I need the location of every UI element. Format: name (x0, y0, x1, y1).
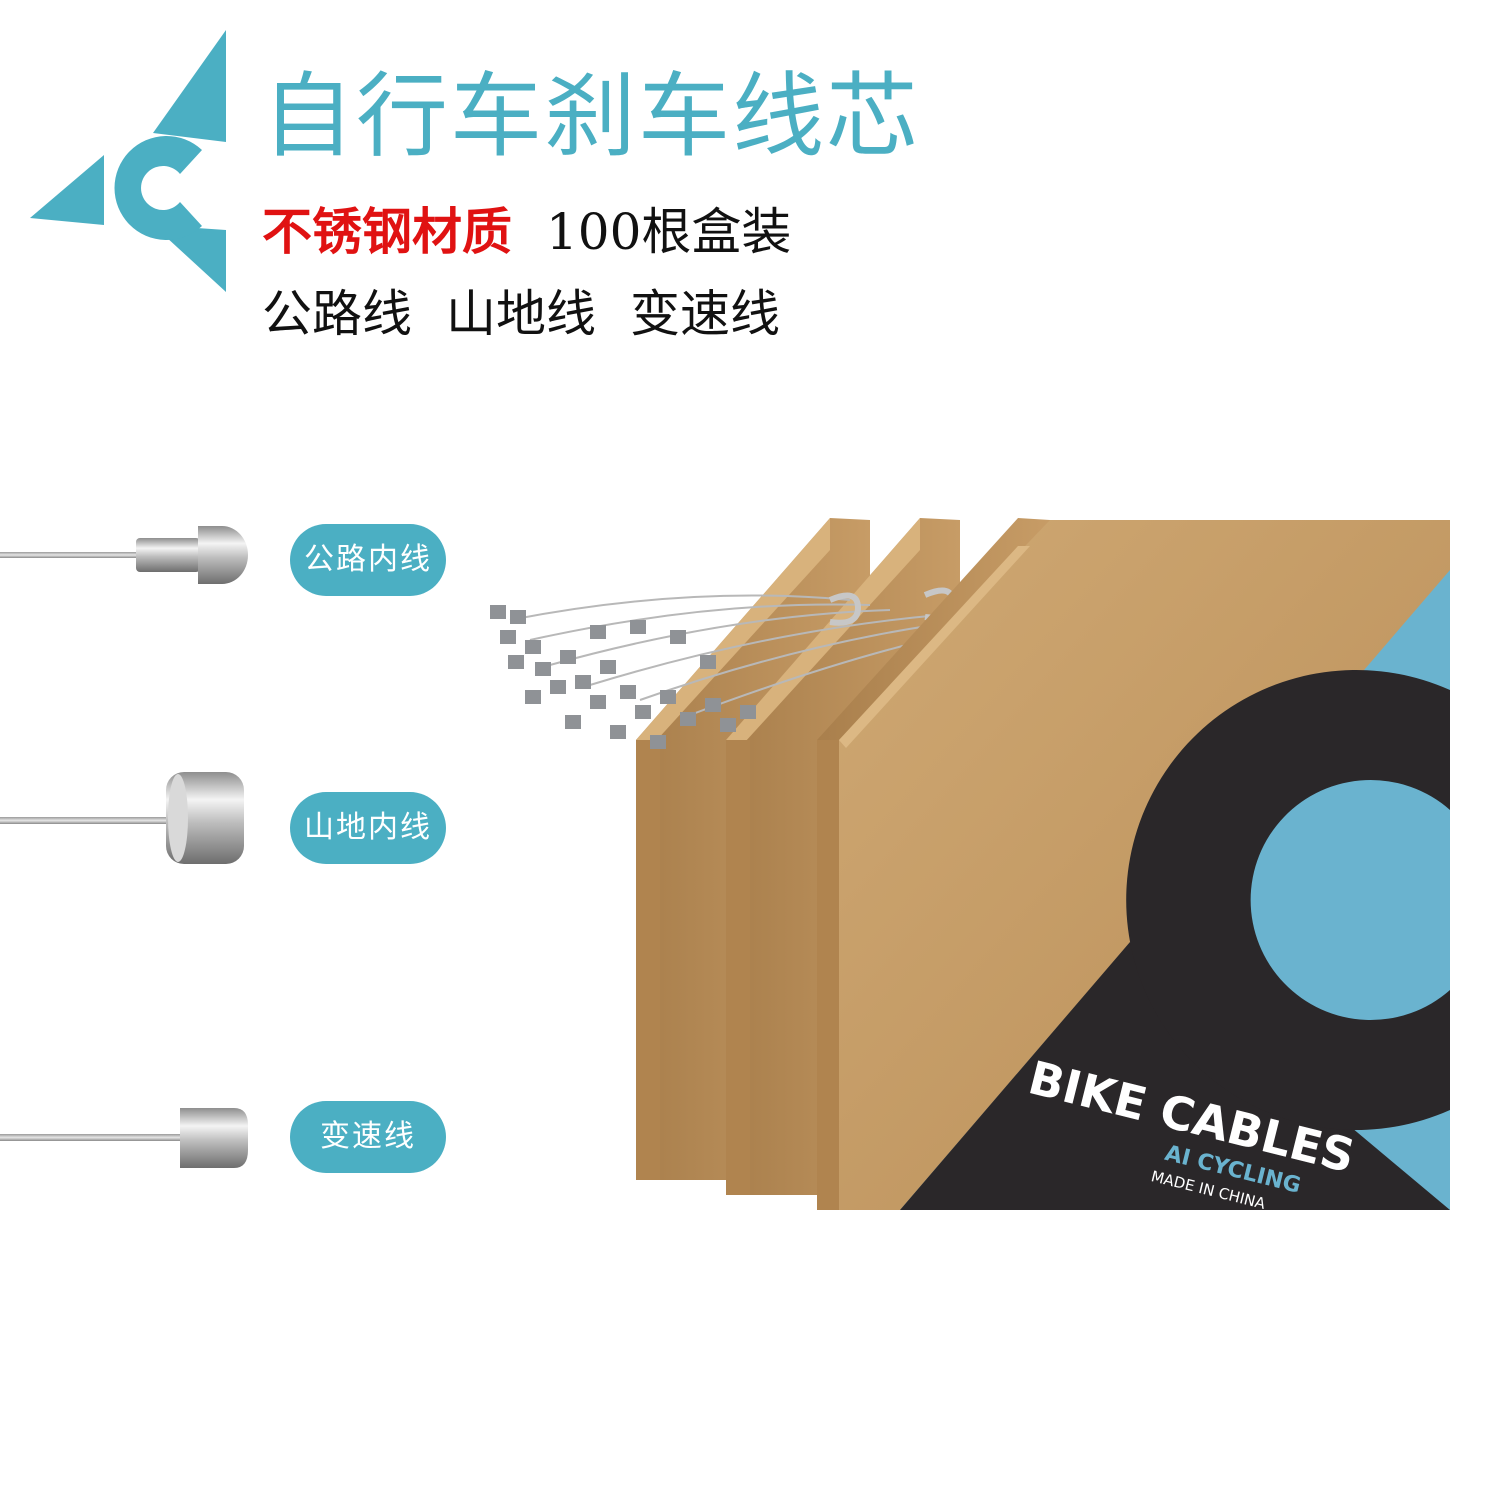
package-text: 100根盒装 (546, 203, 792, 261)
page-title: 自行车刹车线芯 (262, 63, 921, 170)
cable-label-shift: 变速线 (290, 1101, 446, 1173)
material-text: 不锈钢材质 (262, 203, 512, 261)
brand-logo-icon (30, 30, 226, 292)
cable-tip-illustrations (0, 526, 248, 1168)
road-cable-tip-icon (0, 526, 248, 584)
material-line: 不锈钢材质 100根盒装 (262, 200, 791, 264)
type-shift-text: 变速线 (630, 285, 780, 343)
type-mtb-text: 山地线 (446, 285, 596, 343)
type-road-text: 公路线 (262, 285, 412, 343)
box-c-mark-icon (1126, 670, 1450, 1130)
cable-label-mtb: 山地内线 (290, 792, 446, 864)
front-box: BIKE CABLES AI CYCLING MADE IN CHINA (817, 518, 1450, 1213)
shift-cable-tip-icon (0, 1108, 248, 1168)
product-box-image: BIKE CABLES AI CYCLING MADE IN CHINA (490, 518, 1450, 1213)
mtb-cable-tip-icon (0, 772, 244, 864)
types-line: 公路线山地线变速线 (262, 282, 814, 346)
cable-bundle (490, 587, 971, 749)
cable-label-road: 公路内线 (290, 524, 446, 596)
